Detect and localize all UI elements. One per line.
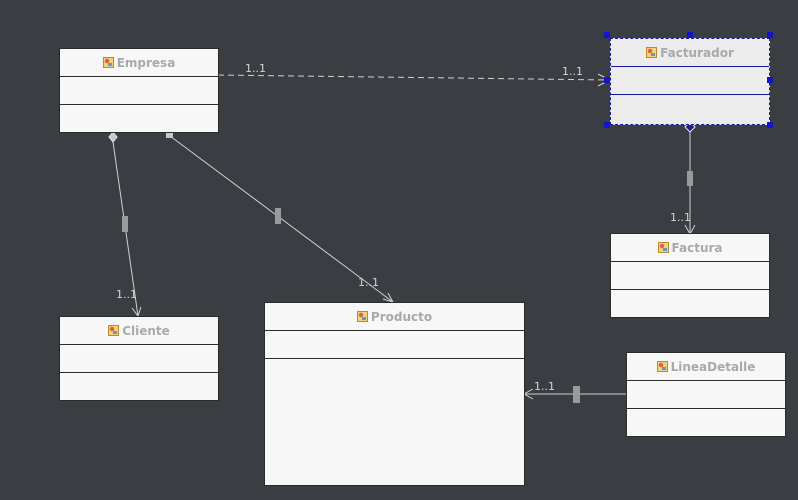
diamond-end-icon xyxy=(108,131,118,143)
multiplicity-label: 1..1 xyxy=(670,211,691,224)
class-lineadetalle[interactable]: LineaDetalle xyxy=(626,352,786,437)
class-name: Producto xyxy=(370,309,433,324)
class-header: Empresa xyxy=(60,49,218,77)
resize-handle-w[interactable] xyxy=(604,77,610,83)
edge-empresa-cliente[interactable] xyxy=(108,131,142,318)
class-header: Factura xyxy=(611,234,769,262)
edge-empresa-facturador[interactable] xyxy=(217,73,612,87)
multiplicity-label: 1..1 xyxy=(358,276,379,289)
edge-handle xyxy=(275,208,281,224)
edge-handle xyxy=(122,216,128,232)
multiplicity-label: 1..1 xyxy=(562,65,583,78)
operations-section xyxy=(60,373,218,400)
class-icon xyxy=(646,47,658,58)
operations-section xyxy=(627,409,785,436)
class-cliente[interactable]: Cliente xyxy=(59,316,219,401)
class-facturador[interactable]: Facturador xyxy=(610,38,770,125)
attributes-section xyxy=(60,345,218,373)
class-header: Facturador xyxy=(611,39,769,67)
class-icon xyxy=(356,311,368,322)
operations-section xyxy=(611,95,769,124)
class-producto[interactable]: Producto xyxy=(264,302,525,486)
operations-section xyxy=(60,105,218,132)
attributes-section xyxy=(611,262,769,290)
class-icon xyxy=(657,242,669,253)
class-header: Producto xyxy=(265,303,524,331)
square-end-icon xyxy=(166,131,173,138)
class-name: Cliente xyxy=(122,323,170,338)
class-name: Factura xyxy=(671,240,723,255)
class-icon xyxy=(102,57,114,68)
class-empresa[interactable]: Empresa xyxy=(59,48,219,133)
resize-handle-sw[interactable] xyxy=(604,122,610,128)
edge-handle xyxy=(687,171,693,186)
attributes-section xyxy=(611,67,769,95)
class-header: Cliente xyxy=(60,317,218,345)
class-header: LineaDetalle xyxy=(627,353,785,381)
resize-handle-ne[interactable] xyxy=(767,32,773,38)
class-name: LineaDetalle xyxy=(670,359,756,374)
resize-handle-se[interactable] xyxy=(767,122,773,128)
edge-handle xyxy=(573,386,580,403)
class-name: Empresa xyxy=(116,55,176,70)
class-icon xyxy=(656,361,668,372)
class-factura[interactable]: Factura xyxy=(610,233,770,318)
resize-handle-e[interactable] xyxy=(767,77,773,83)
class-name: Facturador xyxy=(660,45,734,60)
resize-handle-nw[interactable] xyxy=(604,32,610,38)
multiplicity-label: 1..1 xyxy=(116,288,137,301)
attributes-section xyxy=(627,381,785,409)
class-icon xyxy=(108,325,120,336)
operations-section xyxy=(265,359,524,485)
multiplicity-label: 1..1 xyxy=(534,380,555,393)
multiplicity-label: 1..1 xyxy=(245,62,266,75)
operations-section xyxy=(611,290,769,317)
resize-handle-n[interactable] xyxy=(687,32,693,38)
attributes-section xyxy=(60,77,218,105)
attributes-section xyxy=(265,331,524,359)
